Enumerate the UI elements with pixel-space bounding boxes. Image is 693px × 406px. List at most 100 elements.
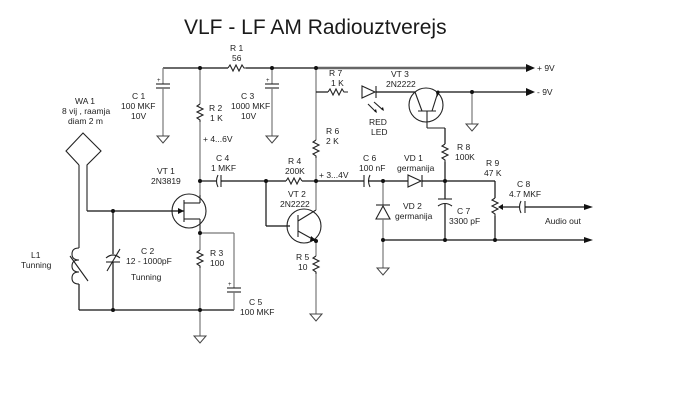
svg-text:10V: 10V <box>241 111 256 121</box>
svg-text:VD 1: VD 1 <box>404 153 423 163</box>
resistor-r3: R 3 100 <box>192 233 224 344</box>
svg-text:R 6: R 6 <box>326 126 340 136</box>
transistor-vt3: VT 3 2N2222 <box>386 69 445 129</box>
svg-text:VT 2: VT 2 <box>288 189 306 199</box>
capacitor-c8: C 8 4.7 MKF <box>503 179 585 214</box>
ground-icon <box>264 135 280 144</box>
resistor-icon <box>195 249 205 268</box>
capacitor-icon <box>518 200 522 214</box>
resistor-icon <box>311 255 321 274</box>
svg-text:C 2: C 2 <box>141 246 155 256</box>
transistor-vt2: VT 2 2N2222 <box>280 189 322 244</box>
svg-text:R 3: R 3 <box>210 248 224 258</box>
svg-text:100 nF: 100 nF <box>359 163 385 173</box>
capacitor-icon <box>437 202 453 207</box>
capacitor-c7: C 7 3300 pF <box>437 181 480 240</box>
svg-text:+: + <box>228 282 232 288</box>
led-red: RED LED <box>361 85 415 137</box>
svg-text:R 1: R 1 <box>230 43 244 53</box>
inductor-l1: L1 Tunning <box>21 247 89 310</box>
svg-text:1 MKF: 1 MKF <box>211 163 236 173</box>
svg-text:1 K: 1 K <box>210 113 223 123</box>
svg-text:100: 100 <box>210 258 224 268</box>
resistor-r4: R 4 200K <box>265 156 316 227</box>
svg-text:10V: 10V <box>131 111 146 121</box>
resistor-r1: R 1 56 <box>227 43 246 73</box>
resistor-icon <box>285 176 303 186</box>
svg-text:C 8: C 8 <box>517 179 531 189</box>
potentiometer-r9: R 9 47 K <box>484 158 503 240</box>
ground-icon <box>464 123 480 132</box>
resistor-r7: R 7 1 K <box>316 68 348 97</box>
audio-out-label: Audio out <box>545 216 582 226</box>
loop-antenna-icon <box>65 132 102 211</box>
diode-icon <box>407 174 423 188</box>
variable-capacitor-c2: C 2 12 - 1000pF Tunning <box>105 211 172 310</box>
svg-text:12 - 1000pF: 12 - 1000pF <box>126 256 172 266</box>
plus-9v-label: + 9V <box>537 63 555 73</box>
schematic-title: VLF - LF AM Radiouztverejs <box>184 16 447 39</box>
svg-text:1000 MKF: 1000 MKF <box>231 101 270 111</box>
svg-text:Tunning: Tunning <box>131 272 162 282</box>
svg-text:+: + <box>266 78 270 84</box>
svg-text:germanija: germanija <box>397 163 435 173</box>
svg-text:10: 10 <box>298 262 308 272</box>
svg-text:1 K: 1 K <box>331 78 344 88</box>
npn-transistor-icon <box>286 208 322 244</box>
svg-text:100K: 100K <box>455 152 475 162</box>
svg-text:R 8: R 8 <box>457 142 471 152</box>
resistor-icon <box>195 103 205 122</box>
svg-text:+: + <box>157 78 161 84</box>
resistor-icon <box>327 87 348 97</box>
svg-text:8 vij , raamja: 8 vij , raamja <box>62 106 110 116</box>
npn-transistor-icon <box>408 87 444 123</box>
resistor-icon <box>440 143 450 162</box>
capacitor-icon <box>215 174 219 188</box>
svg-text:100 MKF: 100 MKF <box>240 307 275 317</box>
audio-out-terminal: Audio out <box>383 204 593 243</box>
svg-text:C 1: C 1 <box>132 91 146 101</box>
arrow-icon <box>584 237 593 243</box>
plus-9v-rail: + 9V <box>163 63 555 73</box>
svg-text:100 MKF: 100 MKF <box>121 101 156 111</box>
minus-9v-rail: - 9V <box>438 87 553 132</box>
minus-9v-label: - 9V <box>537 87 553 97</box>
resistor-r5: R 5 10 <box>296 241 324 322</box>
svg-text:3300 pF: 3300 pF <box>449 216 480 226</box>
svg-text:WA 1: WA 1 <box>75 96 95 106</box>
vt1-drain-voltage: + 4...6V <box>203 134 233 144</box>
svg-text:2N2222: 2N2222 <box>280 199 310 209</box>
svg-text:L1: L1 <box>31 250 41 260</box>
resistor-r2: R 2 1 K + 4...6V <box>195 68 233 195</box>
ground-icon <box>192 335 208 344</box>
svg-text:200K: 200K <box>285 166 305 176</box>
potentiometer-icon <box>490 197 500 216</box>
ground-icon <box>155 135 171 144</box>
svg-text:2N2222: 2N2222 <box>386 79 416 89</box>
diode-vd1: VD 1 germanija <box>397 153 495 188</box>
diode-icon <box>375 204 391 220</box>
capacitor-c1: + C 1 100 MKF 10V <box>121 68 171 144</box>
svg-text:VD 2: VD 2 <box>403 201 422 211</box>
svg-text:56: 56 <box>232 53 242 63</box>
svg-text:VT 1: VT 1 <box>157 166 175 176</box>
resistor-icon <box>311 139 321 158</box>
led-icon <box>361 85 377 99</box>
svg-text:C 6: C 6 <box>363 153 377 163</box>
jfet-vt1: VT 1 2N3819 <box>151 166 207 233</box>
diode-vd2: VD 2 germanija <box>375 181 433 276</box>
arrow-icon <box>584 204 593 210</box>
capacitor-c3: + C 3 1000 MKF 10V <box>231 68 280 144</box>
svg-text:R 9: R 9 <box>486 158 500 168</box>
svg-text:RED: RED <box>369 117 387 127</box>
svg-text:R 5: R 5 <box>296 252 310 262</box>
antenna-wa1: WA 1 8 vij , raamja diam 2 m <box>62 96 184 248</box>
svg-text:R 7: R 7 <box>329 68 343 78</box>
ground-icon <box>375 267 391 276</box>
plus-9v-arrow-icon <box>526 64 535 72</box>
svg-text:47 K: 47 K <box>484 168 502 178</box>
svg-text:germanija: germanija <box>395 211 433 221</box>
svg-text:LED: LED <box>371 127 388 137</box>
svg-text:C 7: C 7 <box>457 206 471 216</box>
